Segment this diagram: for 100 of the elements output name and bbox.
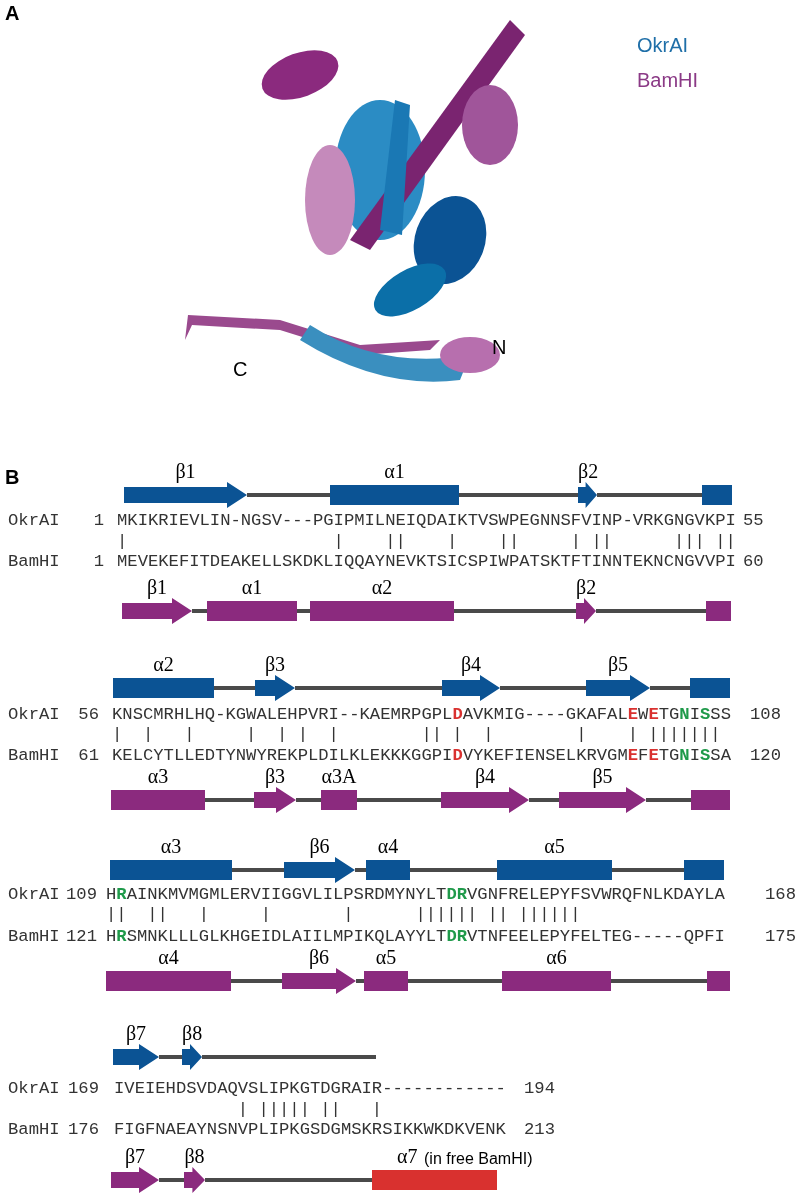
structure-label: α1 bbox=[383, 461, 406, 481]
structure-label: β1 bbox=[174, 461, 197, 481]
backbone-line bbox=[356, 979, 364, 983]
identity-marks: | ||||| || | bbox=[236, 1100, 383, 1120]
structure-label: β5 bbox=[606, 654, 630, 674]
sequence-name: OkrAI bbox=[8, 1079, 60, 1099]
backbone-line bbox=[650, 686, 690, 690]
residue-number: 60 bbox=[743, 552, 764, 572]
sequence-text: KELCYTLLEDTYNWYREKPLDILKLEKKKGGPIDVYKEFIENSELKRVGMEFETGNISSA bbox=[112, 746, 731, 766]
structure-label: β4 bbox=[459, 654, 483, 674]
structure-label: α4 bbox=[376, 836, 400, 856]
residue-number: 121 bbox=[66, 927, 97, 947]
identity-marks: | | || | || | || ||| || bbox=[117, 532, 736, 552]
structure-label: β1 bbox=[145, 577, 169, 597]
backbone-line bbox=[159, 1178, 184, 1182]
panel-letter: A bbox=[5, 2, 20, 25]
backbone-line bbox=[646, 798, 691, 802]
backbone-line bbox=[192, 609, 207, 613]
backbone-line bbox=[231, 979, 282, 983]
structure-label: α3A bbox=[321, 766, 357, 786]
sequence-name: BamHI bbox=[8, 1120, 60, 1140]
backbone-line bbox=[410, 868, 497, 872]
identity-marks: | | | | | | | || | | | | ||||||| bbox=[112, 725, 721, 745]
structure-label: α7 bbox=[397, 1146, 418, 1166]
backbone-line bbox=[596, 609, 706, 613]
backbone-line bbox=[597, 493, 702, 497]
residue-number: 175 bbox=[765, 927, 796, 947]
residue-number: 120 bbox=[750, 746, 781, 766]
structure-label: β4 bbox=[473, 766, 497, 786]
residue-number: 168 bbox=[765, 885, 796, 905]
backbone-line bbox=[296, 798, 321, 802]
backbone-line bbox=[611, 979, 707, 983]
residue-number: 176 bbox=[68, 1120, 99, 1140]
backbone-line bbox=[357, 798, 441, 802]
structure-label: α3 bbox=[159, 836, 183, 856]
structure-label: β3 bbox=[263, 654, 287, 674]
structure-label: β2 bbox=[578, 461, 597, 481]
structure-label: β8 bbox=[184, 1146, 205, 1166]
panel-letter: B bbox=[5, 466, 20, 489]
residue-number: 109 bbox=[66, 885, 97, 905]
backbone-line bbox=[355, 868, 366, 872]
identity-marks: || || | | | |||||| || |||||| bbox=[106, 905, 581, 925]
sequence-name: OkrAI bbox=[8, 885, 60, 905]
residue-number: 1 bbox=[93, 511, 104, 531]
residue-number: 55 bbox=[743, 511, 764, 531]
backbone-line bbox=[205, 1178, 372, 1182]
residue-number: 213 bbox=[524, 1120, 555, 1140]
sequence-text: MEVEKEFITDEAKELLSKDKLIQQAYNEVKTSICSPIWPATSKTFTINNTEKNCNGVVPI bbox=[117, 552, 736, 572]
structure-label: β6 bbox=[307, 947, 331, 967]
structure-label: β3 bbox=[263, 766, 287, 786]
sequence-name: BamHI bbox=[8, 552, 60, 572]
backbone-line bbox=[459, 493, 578, 497]
legend-label: BamHI bbox=[637, 69, 699, 92]
sequence-name: BamHI bbox=[8, 927, 60, 947]
structure-label: α2 bbox=[152, 654, 175, 674]
sequence-text: MKIKRIEVLIN-NGSV---PGIPMILNEIQDAIKTVSWPEGNNSFVINP-VRKGNGVKPI bbox=[117, 511, 736, 531]
structure-label: α1 bbox=[240, 577, 264, 597]
structure-label: α5 bbox=[543, 836, 566, 856]
residue-number: 1 bbox=[93, 552, 104, 572]
backbone-line bbox=[454, 609, 576, 613]
structure-label: α4 bbox=[157, 947, 180, 967]
backbone-line bbox=[297, 609, 310, 613]
sequence-text: IVEIEHDSVDAQVSLIPKGTDGRAIR------------ bbox=[114, 1079, 506, 1099]
sequence-name: BamHI bbox=[8, 746, 60, 766]
residue-number: 56 bbox=[78, 705, 99, 725]
residue-number: 61 bbox=[78, 746, 99, 766]
backbone-line bbox=[408, 979, 502, 983]
sequence-name: OkrAI bbox=[8, 511, 60, 531]
sequence-text: FIGFNAEAYNSNVPLIPKGSDGMSKRSIKKWKDKVENK bbox=[114, 1120, 506, 1140]
backbone-line bbox=[247, 493, 330, 497]
structure-label: β6 bbox=[308, 836, 331, 856]
backbone-line bbox=[529, 798, 559, 802]
sequence-text: KNSCMRHLHQ-KGWALEHPVRI--KAEMRPGPLDAVKMIG----GKAFALEWETGNISSS bbox=[112, 705, 731, 725]
backbone-line bbox=[159, 1055, 182, 1059]
backbone-line bbox=[214, 686, 255, 690]
structure-label: β5 bbox=[591, 766, 614, 786]
structure-label: β7 bbox=[124, 1023, 148, 1043]
structure-label: α3 bbox=[146, 766, 170, 786]
legend-label: OkrAI bbox=[637, 34, 689, 57]
sequence-text: HRSMNKLLLGLKHGEIDLAIILMPIKQLAYYLTDRVTNFEELEPYFELTEG-----QPFI bbox=[106, 927, 725, 947]
terminus-label: N bbox=[492, 336, 507, 359]
backbone-line bbox=[202, 1055, 376, 1059]
residue-number: 108 bbox=[750, 705, 781, 725]
structure-label: α5 bbox=[374, 947, 398, 967]
structure-label: β8 bbox=[182, 1023, 202, 1043]
residue-number: 194 bbox=[524, 1079, 555, 1099]
backbone-line bbox=[232, 868, 284, 872]
structure-label: β2 bbox=[576, 577, 596, 597]
backbone-line bbox=[295, 686, 442, 690]
terminus-label: C bbox=[233, 358, 248, 381]
residue-number: 169 bbox=[68, 1079, 99, 1099]
sequence-text: HRAINKMVMGMLERVIIGGVLILPSRDMYNYLTDRVGNFRELEPYFSVWRQFNLKDAYLA bbox=[106, 885, 725, 905]
structure-note: (in free BamHI) bbox=[424, 1150, 533, 1168]
structure-label: α2 bbox=[370, 577, 394, 597]
structure-label: α6 bbox=[545, 947, 568, 967]
backbone-line bbox=[205, 798, 254, 802]
backbone-line bbox=[612, 868, 684, 872]
backbone-line bbox=[500, 686, 586, 690]
structure-label: β7 bbox=[123, 1146, 147, 1166]
sequence-name: OkrAI bbox=[8, 705, 60, 725]
